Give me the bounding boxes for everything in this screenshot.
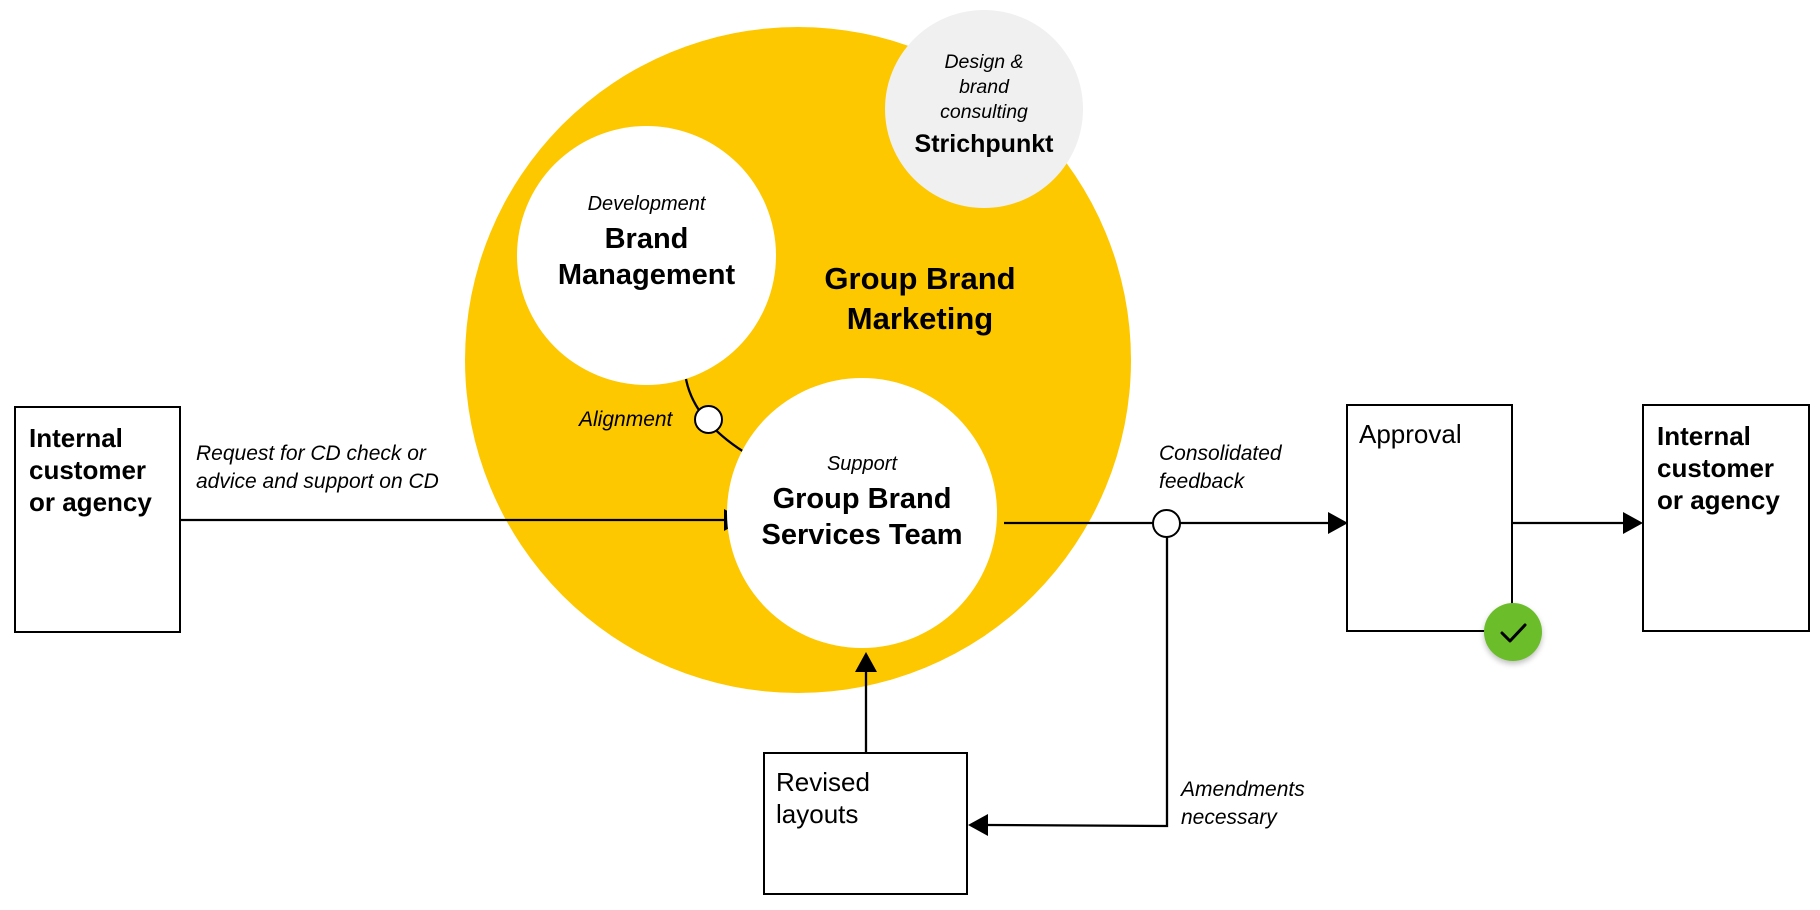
consultant-title: Strichpunkt: [914, 130, 1054, 158]
internal-customer-label-left: Internal customer or agency: [29, 423, 152, 517]
amendments-label: Amendments necessary: [1181, 778, 1305, 829]
amendments-arrow: [987, 535, 1169, 828]
request-label: Request for CD check or advice and suppo…: [196, 442, 439, 493]
internal-customer-label-right: Internal customer or agency: [1657, 421, 1780, 515]
services-team-circle: Support Group Brand Services Team: [727, 378, 997, 648]
amendments-arrowhead: [968, 814, 988, 836]
consultant-subtitle: Design & brand consulting: [940, 51, 1028, 123]
brand-management-circle: Development Brand Management: [517, 126, 776, 385]
services-team-title: Group Brand Services Team: [761, 483, 963, 551]
revised-layouts-label: Revised layouts: [776, 767, 870, 829]
alignment-label: Alignment: [579, 408, 673, 431]
group-brand-marketing-title: Group Brand Marketing: [824, 261, 1016, 336]
revised-arrowhead: [855, 652, 877, 672]
brand-management-title: Brand Management: [557, 223, 736, 291]
consultant-circle: Design & brand consulting Strichpunkt: [885, 10, 1083, 208]
check-icon: [1484, 603, 1542, 661]
approval-label: Approval: [1359, 419, 1462, 449]
feedback-node: [1152, 509, 1181, 538]
services-team-subtitle: Support: [826, 453, 898, 475]
approval-arrowhead: [1623, 512, 1643, 534]
internal-customer-box-left: Internal customer or agency: [14, 406, 181, 633]
feedback-label: Consolidated feedback: [1159, 442, 1282, 493]
check-glyph: [1500, 623, 1527, 643]
brand-management-subtitle: Development: [587, 193, 706, 215]
internal-customer-box-right: Internal customer or agency: [1642, 404, 1810, 632]
feedback-arrowhead: [1328, 512, 1348, 534]
revised-layouts-box: Revised layouts: [763, 752, 968, 895]
alignment-node: [694, 405, 723, 434]
approval-box: Approval: [1346, 404, 1513, 632]
